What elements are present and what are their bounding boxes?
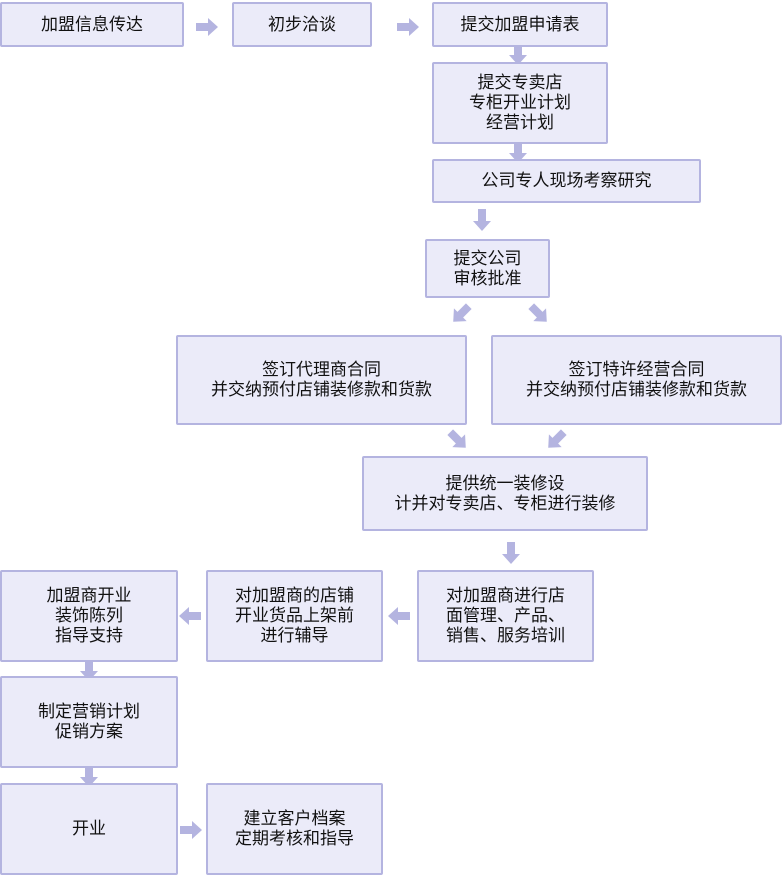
arrow-left-icon	[179, 607, 201, 625]
arrow-down-icon	[473, 209, 491, 231]
arrow-right-icon	[180, 821, 202, 839]
step-decoration: 提供统一装修设 计并对专卖店、专柜进行装修	[362, 456, 648, 531]
step-franchise-info: 加盟信息传达	[0, 2, 184, 47]
arrow-right-icon	[397, 18, 419, 36]
step-pre-opening-guidance: 对加盟商的店铺 开业货品上架前 进行辅导	[206, 570, 383, 662]
step-submit-application: 提交加盟申请表	[432, 2, 608, 47]
step-customer-records: 建立客户档案 定期考核和指导	[206, 783, 383, 875]
step-approval: 提交公司 审核批准	[425, 239, 550, 298]
step-marketing-plan: 制定营销计划 促销方案	[0, 676, 178, 768]
step-agent-contract: 签订代理商合同 并交纳预付店铺装修款和货款	[176, 335, 467, 425]
step-site-inspection: 公司专人现场考察研究	[432, 159, 701, 203]
arrow-left-icon	[388, 607, 410, 625]
step-opening: 开业	[0, 783, 178, 875]
arrow-down-left-icon	[446, 299, 476, 329]
arrow-down-right-icon	[524, 299, 554, 329]
step-opening-support: 加盟商开业 装饰陈列 指导支持	[0, 570, 178, 662]
arrow-right-icon	[196, 18, 218, 36]
step-franchise-contract: 签订特许经营合同 并交纳预付店铺装修款和货款	[491, 335, 782, 425]
arrow-down-left-icon	[541, 425, 571, 455]
step-submit-plans: 提交专卖店 专柜开业计划 经营计划	[432, 62, 608, 144]
step-initial-talk: 初步洽谈	[232, 2, 372, 47]
step-training: 对加盟商进行店 面管理、产品、 销售、服务培训	[417, 570, 594, 662]
arrow-down-icon	[502, 542, 520, 564]
arrow-down-right-icon	[443, 425, 473, 455]
